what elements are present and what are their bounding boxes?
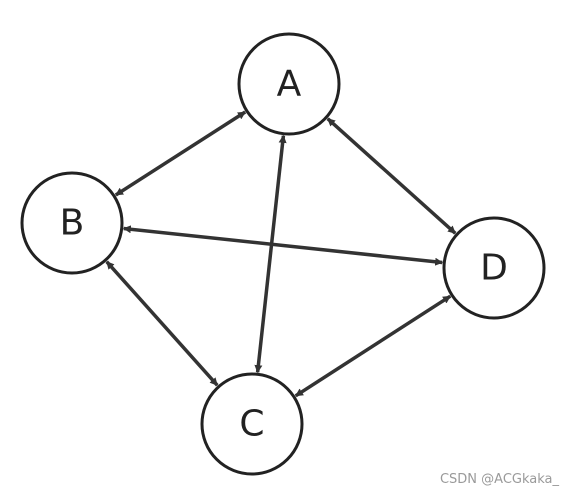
node-circle-a (237, 32, 341, 136)
node-circle-c (200, 372, 304, 476)
node-d: D (442, 216, 546, 320)
node-label-d: D (480, 248, 508, 289)
edge-a-c (254, 134, 287, 374)
edges-layer (105, 110, 457, 398)
edge-a-d (326, 117, 457, 235)
watermark-text: CSDN @ACGkaka_ (439, 472, 559, 487)
node-c: C (200, 372, 304, 476)
edge-b-c (105, 260, 219, 387)
node-label-a: A (277, 64, 302, 105)
node-label-c: C (239, 404, 264, 445)
edge-c-d (294, 294, 452, 398)
edge-b-d (122, 225, 444, 266)
edge-a-b (114, 110, 247, 197)
node-a: A (237, 32, 341, 136)
node-circle-b (20, 171, 124, 275)
node-b: B (20, 171, 124, 275)
nodes-layer: A B C D (20, 32, 546, 476)
node-label-b: B (60, 203, 85, 244)
node-circle-d (442, 216, 546, 320)
